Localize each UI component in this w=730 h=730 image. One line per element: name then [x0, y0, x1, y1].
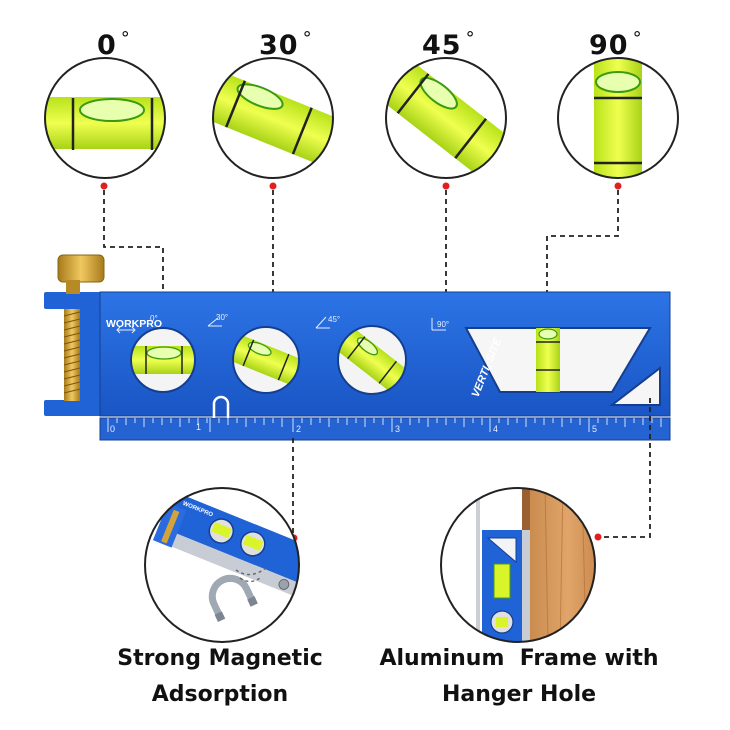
callout-dot-hanger [594, 533, 602, 541]
zoom-circle-45-deg [385, 57, 507, 179]
zoom-circle-0-deg [44, 57, 166, 179]
ruler-number-4: 4 [493, 424, 498, 434]
caption-hanger-line-2: Hanger Hole [441, 682, 597, 707]
marking-0: 0° [150, 314, 158, 323]
vial-30-deg [232, 326, 300, 394]
ruler-number-0: 0 [110, 424, 115, 434]
callout-dot-45 [442, 182, 450, 190]
hanger-hole [609, 365, 661, 406]
angle-label-30: 30° [259, 28, 313, 61]
magnet-icon [212, 395, 230, 418]
angle-label-45: 45° [422, 28, 476, 61]
caption-magnetic-line-1: Strong Magnetic [117, 646, 323, 671]
marking-45: 45° [328, 315, 340, 324]
ruler-number-3: 3 [395, 424, 400, 434]
callout-dot-0 [100, 182, 108, 190]
feature-circle-magnetic: WORKPRO [144, 487, 300, 643]
caption-hanger: Aluminum Frame with Hanger Hole [378, 641, 660, 713]
vial-90-deg-window [464, 327, 652, 393]
horseshoe-magnet-icon [208, 574, 258, 622]
callout-dot-30 [269, 182, 277, 190]
ruler-strip [99, 417, 671, 441]
vial-0-deg [130, 327, 196, 393]
leader-lines-bottom [292, 398, 651, 538]
caption-hanger-line-1: Aluminum Frame with [379, 646, 659, 671]
torpedo-level: 0 1 2 3 4 5 WORKPRO 0° 30° 45° 90° [44, 254, 671, 441]
screw-thread [63, 309, 81, 401]
caption-magnetic-line-2: Adsorption [151, 682, 289, 707]
marking-90: 90° [437, 320, 449, 329]
ruler-number-5: 5 [592, 424, 597, 434]
angle-label-0: 0° [97, 28, 131, 61]
vial-45-deg [337, 325, 407, 395]
zoom-circle-30-deg [212, 57, 334, 179]
ruler-number-2: 2 [296, 424, 301, 434]
angle-label-90: 90° [589, 28, 643, 61]
ruler-number-1: 1 [196, 422, 201, 432]
ruler-ticks [107, 418, 662, 432]
zoom-circle-90-deg [557, 57, 679, 179]
caption-magnetic: Strong Magnetic Adsorption [100, 641, 340, 713]
marking-30: 30° [216, 313, 228, 322]
feature-circle-hanger [440, 487, 596, 643]
callout-dot-90 [614, 182, 622, 190]
thumb-screw [57, 254, 105, 283]
angle-marking-icons [116, 316, 446, 334]
